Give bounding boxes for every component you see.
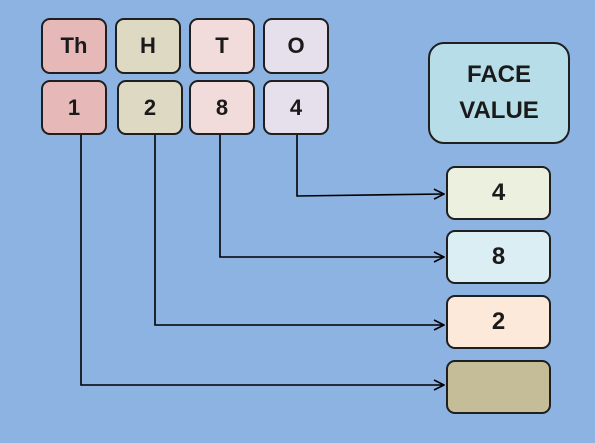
digit-ones: 4 xyxy=(263,80,329,135)
digit-hundreds: 2 xyxy=(117,80,183,135)
arrow-thousands-to-result xyxy=(80,135,444,385)
arrow-tens-to-result xyxy=(219,135,444,257)
result-box-ones: 4 xyxy=(446,166,551,220)
arrow-ones-to-result xyxy=(296,135,444,196)
result-box-tens: 8 xyxy=(446,230,551,284)
header-thousands: Th xyxy=(41,18,107,74)
result-box-thousands xyxy=(446,360,551,414)
header-hundreds: H xyxy=(115,18,181,74)
digit-tens: 8 xyxy=(189,80,255,135)
result-box-hundreds: 2 xyxy=(446,295,551,349)
digit-thousands: 1 xyxy=(41,80,107,135)
header-ones: O xyxy=(263,18,329,74)
face-value-line-1: FACE xyxy=(466,61,531,88)
arrow-hundreds-to-result xyxy=(154,135,444,325)
header-tens: T xyxy=(189,18,255,74)
face-value-line-2: VALUE xyxy=(459,97,539,124)
face-value-label: FACE VALUE xyxy=(428,42,570,144)
